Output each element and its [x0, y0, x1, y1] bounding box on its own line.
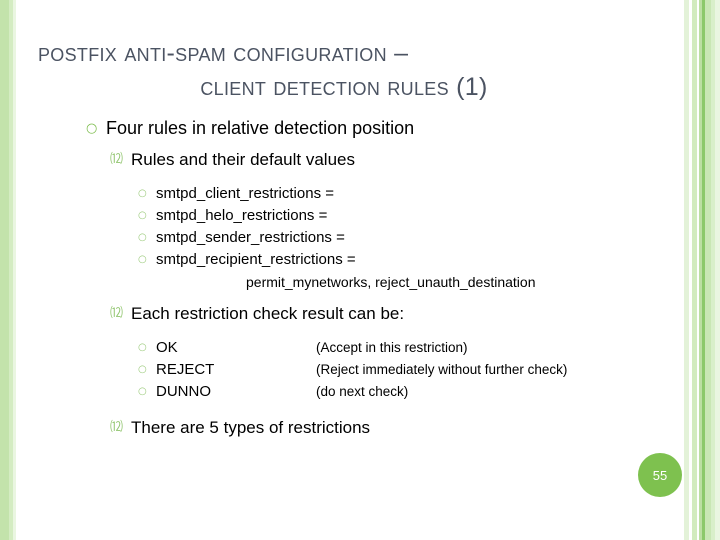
- slide-title-line-1: Postfix Anti-Spam configuration –: [38, 39, 409, 67]
- stripe-right-5: [699, 0, 702, 540]
- bullet-item-types-count: ⑿ There are 5 types of restrictions: [26, 415, 680, 440]
- result-code: DUNNO: [156, 383, 211, 400]
- list-item-restriction: ○ smtpd_sender_restrictions =: [26, 227, 680, 248]
- slide-title-index: (1): [456, 73, 488, 101]
- left-decorative-stripes: [0, 0, 26, 540]
- hollow-circle-bullet-icon: ○: [138, 386, 147, 397]
- result-description: (Reject immediately without further chec…: [316, 362, 568, 377]
- stripe-left-3: [13, 0, 16, 540]
- restriction-name: smtpd_client_restrictions =: [156, 185, 334, 202]
- slide-title-line-2: Client Detection Rules (1): [34, 70, 654, 104]
- spacer: [26, 330, 680, 337]
- bullet-item-types-count-label: There are 5 types of restrictions: [131, 418, 371, 437]
- hollow-circle-bullet-icon: ○: [138, 342, 147, 353]
- stripe-right-9: [715, 0, 720, 540]
- slide-body: ○ Four rules in relative detection posit…: [26, 116, 680, 444]
- bullet-item-four-rules: ○ Four rules in relative detection posit…: [26, 116, 680, 141]
- bullet-item-rules-defaults-label: Rules and their default values: [131, 150, 355, 169]
- hollow-circle-bullet-icon: ○: [138, 364, 147, 375]
- stripe-left-1: [0, 0, 9, 540]
- result-code: REJECT: [156, 361, 215, 378]
- stripe-right-2: [689, 0, 692, 540]
- stripe-left-2: [9, 0, 13, 540]
- slide-title: Postfix Anti-Spam configuration – Client…: [34, 36, 654, 104]
- hollow-circle-bullet-icon: ○: [138, 188, 147, 199]
- bullet-item-check-result: ⑿ Each restriction check result can be:: [26, 301, 680, 326]
- stripe-right-1: [684, 0, 689, 540]
- right-decorative-stripes: [684, 0, 720, 540]
- table-row-result: ○ REJECT (Reject immediately without fur…: [26, 359, 680, 380]
- list-item-restriction: ○ smtpd_helo_restrictions =: [26, 205, 680, 226]
- list-item-restriction: ○ smtpd_client_restrictions =: [26, 183, 680, 204]
- stripe-right-8: [711, 0, 715, 540]
- slide-title-line-2-text: Client Detection Rules: [200, 73, 457, 101]
- spacer: [26, 176, 680, 183]
- list-item-restriction: ○ smtpd_recipient_restrictions =: [26, 249, 680, 270]
- page-number-badge: 55: [638, 453, 682, 497]
- restriction-name: smtpd_recipient_restrictions =: [156, 251, 356, 268]
- bullet-item-check-result-label: Each restriction check result can be:: [131, 304, 405, 323]
- hollow-circle-bullet-icon: ○: [138, 232, 147, 243]
- swirl-bullet-icon: ⑿: [110, 152, 124, 167]
- stripe-right-4: [697, 0, 699, 540]
- table-row-result: ○ OK (Accept in this restriction): [26, 337, 680, 358]
- result-code: OK: [156, 339, 178, 356]
- swirl-bullet-icon: ⑿: [110, 420, 124, 435]
- stripe-right-3: [692, 0, 697, 540]
- result-description: (Accept in this restriction): [316, 340, 468, 355]
- hollow-circle-bullet-icon: ○: [138, 210, 147, 221]
- restriction-name: smtpd_sender_restrictions =: [156, 229, 345, 246]
- spacer: [26, 403, 680, 415]
- stripe-right-7: [705, 0, 711, 540]
- bullet-item-four-rules-label: Four rules in relative detection positio…: [106, 118, 415, 138]
- table-row-result: ○ DUNNO (do next check): [26, 381, 680, 402]
- restriction-name: smtpd_helo_restrictions =: [156, 207, 328, 224]
- restriction-default-value: permit_mynetworks, reject_unauth_destina…: [246, 274, 536, 290]
- ring-bullet-icon: ○: [86, 121, 98, 136]
- result-description: (do next check): [316, 384, 409, 399]
- stripe-right-6: [702, 0, 705, 540]
- hollow-circle-bullet-icon: ○: [138, 254, 147, 265]
- swirl-bullet-icon: ⑿: [110, 306, 124, 321]
- bullet-item-rules-defaults: ⑿ Rules and their default values: [26, 147, 680, 172]
